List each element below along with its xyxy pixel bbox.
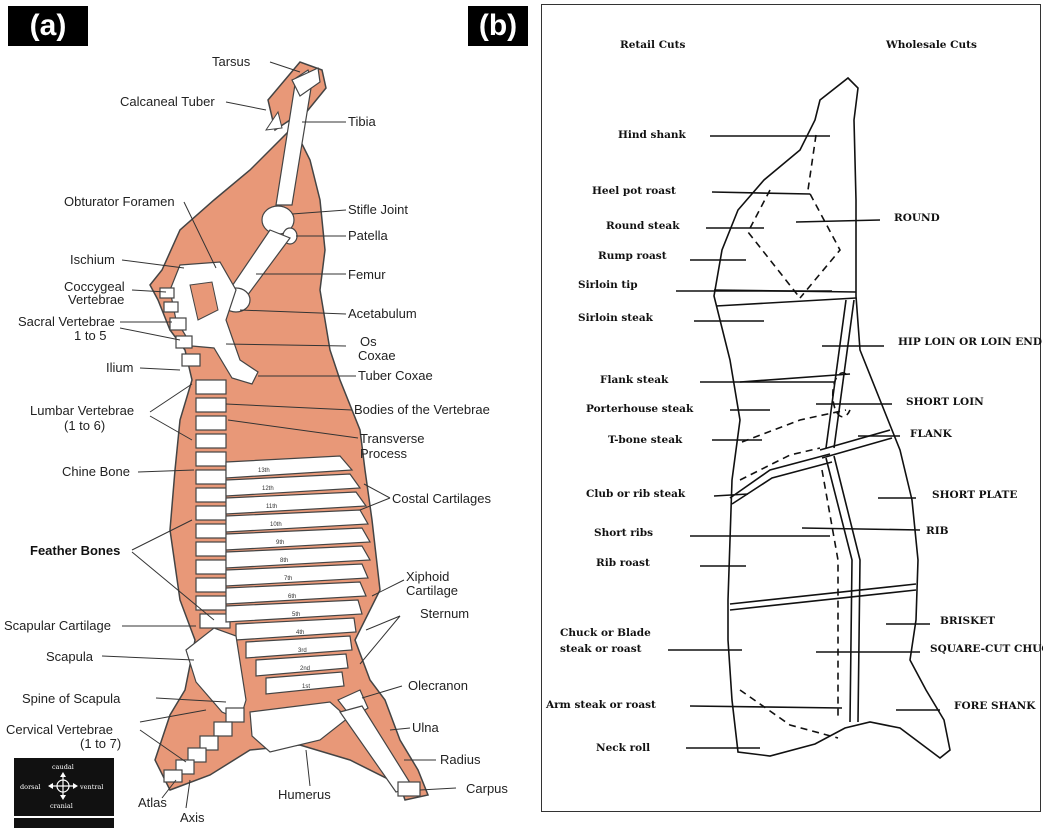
orientation-right: ventral xyxy=(79,783,103,791)
label-tuber-coxae: Tuber Coxae xyxy=(358,368,433,383)
panel-a-carcass-diagram: 13th 12th 11th 10th 9th 8th 7th 6th 5th … xyxy=(4,54,508,828)
retail-porterhouse-steak: Porterhouse steak xyxy=(586,403,694,415)
label-coccygeal-2: Vertebrae xyxy=(68,292,124,307)
label-transverse-2: Process xyxy=(360,446,407,461)
label-axis: Axis xyxy=(180,810,205,825)
label-radius: Radius xyxy=(440,752,481,767)
label-calcaneal-tuber: Calcaneal Tuber xyxy=(120,94,215,109)
retail-sirloin-tip: Sirloin tip xyxy=(578,279,638,291)
label-ilium: Ilium xyxy=(106,360,133,375)
orientation-top: caudal xyxy=(52,763,74,771)
retail-rump-roast: Rump roast xyxy=(598,250,667,262)
label-carpus: Carpus xyxy=(466,781,508,796)
svg-text:1st: 1st xyxy=(302,684,310,690)
label-stifle-joint: Stifle Joint xyxy=(348,202,408,217)
svg-text:6th: 6th xyxy=(288,594,296,600)
header-wholesale-cuts: Wholesale Cuts xyxy=(885,39,977,51)
label-cervical-1: Cervical Vertebrae xyxy=(6,722,113,737)
label-lumbar-2: (1 to 6) xyxy=(64,418,105,433)
label-bodies-of-vertebrae: Bodies of the Vertebrae xyxy=(354,402,490,417)
svg-text:3rd: 3rd xyxy=(298,648,307,654)
label-spine-of-scapula: Spine of Scapula xyxy=(22,691,121,706)
label-os-coxae-2: Coxae xyxy=(358,348,396,363)
label-olecranon: Olecranon xyxy=(408,678,468,693)
label-chine-bone: Chine Bone xyxy=(62,464,130,479)
label-ulna: Ulna xyxy=(412,720,440,735)
svg-text:7th: 7th xyxy=(284,576,292,582)
label-acetabulum: Acetabulum xyxy=(348,306,417,321)
label-costal-cartilages: Costal Cartilages xyxy=(392,491,491,506)
label-obturator-foramen: Obturator Foramen xyxy=(64,194,175,209)
svg-text:10th: 10th xyxy=(270,522,282,528)
wholesale-round: ROUND xyxy=(894,212,940,224)
label-sternum: Sternum xyxy=(420,606,469,621)
panel-b-cuts-diagram: Retail Cuts Wholesale Cuts xyxy=(545,39,1043,758)
label-os-coxae-1: Os xyxy=(360,334,377,349)
label-transverse-1: Transverse xyxy=(360,431,425,446)
retail-club-or-rib-steak: Club or rib steak xyxy=(586,488,686,500)
label-atlas: Atlas xyxy=(138,795,167,810)
label-feather-bones: Feather Bones xyxy=(30,543,120,558)
orientation-compass: caudal dorsal ventral cranial xyxy=(14,758,114,828)
wholesale-rib: RIB xyxy=(926,525,949,537)
label-lumbar-1: Lumbar Vertebrae xyxy=(30,403,134,418)
svg-text:11th: 11th xyxy=(266,504,277,510)
retail-chuck-2: steak or roast xyxy=(560,643,642,655)
retail-hind-shank: Hind shank xyxy=(618,129,687,141)
panel-b-leader-lines xyxy=(668,136,940,748)
svg-text:4th: 4th xyxy=(296,630,304,636)
orientation-bottom: cranial xyxy=(50,802,73,810)
header-retail-cuts: Retail Cuts xyxy=(620,39,686,51)
label-cervical-2: (1 to 7) xyxy=(80,736,121,751)
label-femur: Femur xyxy=(348,267,386,282)
svg-text:5th: 5th xyxy=(292,612,300,618)
label-tibia: Tibia xyxy=(348,114,376,129)
svg-text:2nd: 2nd xyxy=(300,666,310,672)
label-humerus: Humerus xyxy=(278,787,331,802)
wholesale-short-loin: SHORT LOIN xyxy=(906,396,984,408)
label-xiphoid-1: Xiphoid xyxy=(406,569,449,584)
retail-flank-steak: Flank steak xyxy=(600,374,669,386)
label-xiphoid-2: Cartilage xyxy=(406,583,458,598)
retail-sirloin-steak: Sirloin steak xyxy=(578,312,654,324)
label-sacral-1: Sacral Vertebrae xyxy=(18,314,115,329)
svg-text:13th: 13th xyxy=(258,468,270,474)
label-scapular-cartilage: Scapular Cartilage xyxy=(4,618,111,633)
carpus-bone xyxy=(398,782,420,796)
wholesale-hip-loin: HIP LOIN OR LOIN END xyxy=(898,336,1042,348)
svg-text:8th: 8th xyxy=(280,558,288,564)
wholesale-square-cut-chuck: SQUARE-CUT CHUCK xyxy=(930,643,1043,655)
orientation-left: dorsal xyxy=(20,783,40,791)
retail-short-ribs: Short ribs xyxy=(594,527,653,539)
wholesale-short-plate: SHORT PLATE xyxy=(932,489,1017,501)
label-sacral-2: 1 to 5 xyxy=(74,328,107,343)
retail-t-bone-steak: T-bone steak xyxy=(608,434,683,446)
retail-round-steak: Round steak xyxy=(606,220,680,232)
svg-text:12th: 12th xyxy=(262,486,274,492)
wholesale-brisket: BRISKET xyxy=(940,615,995,627)
retail-rib-roast: Rib roast xyxy=(596,557,650,569)
wholesale-flank: FLANK xyxy=(910,428,953,440)
wholesale-carcass-outline xyxy=(714,78,950,758)
wholesale-fore-shank: FORE SHANK xyxy=(954,700,1036,712)
label-tarsus: Tarsus xyxy=(212,54,251,69)
retail-neck-roll: Neck roll xyxy=(596,742,650,754)
retail-heel-pot-roast: Heel pot roast xyxy=(592,185,676,197)
label-ischium: Ischium xyxy=(70,252,115,267)
label-scapula: Scapula xyxy=(46,649,94,664)
retail-arm-steak-or-roast: Arm steak or roast xyxy=(545,699,656,711)
label-patella: Patella xyxy=(348,228,389,243)
retail-chuck-1: Chuck or Blade xyxy=(560,627,651,639)
svg-text:9th: 9th xyxy=(276,540,284,546)
